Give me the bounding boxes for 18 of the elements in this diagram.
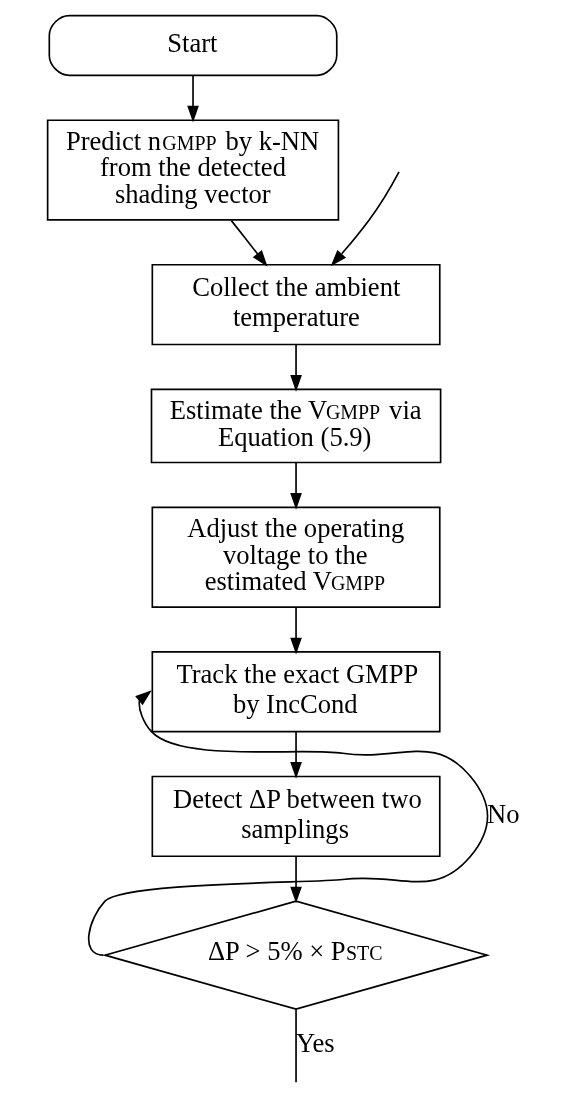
arrow	[87, 690, 488, 956]
node-box: Adjust the operating voltage to the estimated VGMPP	[151, 506, 441, 608]
node-box: Estimate the VGMPP via Equation (5.9)	[150, 388, 441, 464]
arrow	[289, 461, 302, 510]
node-box: Start	[48, 14, 338, 77]
arrow	[330, 171, 400, 267]
connector	[294, 1008, 297, 1083]
node-box: Detect ΔP between two samplings	[151, 775, 441, 858]
arrow	[230, 219, 268, 267]
node-box: Collect the ambient temperature	[151, 263, 441, 346]
arrow	[289, 855, 302, 904]
node-box: Track the exact GMPP by IncCond	[151, 651, 441, 733]
node-diamond: ΔP > 5% × PSTC	[101, 900, 490, 1010]
arrow	[186, 75, 199, 123]
arrow	[289, 344, 302, 392]
arrow	[289, 606, 302, 655]
node-box: Predict nGMPP by k-NN from the detected shading vector	[46, 119, 339, 221]
arrow	[289, 731, 302, 779]
